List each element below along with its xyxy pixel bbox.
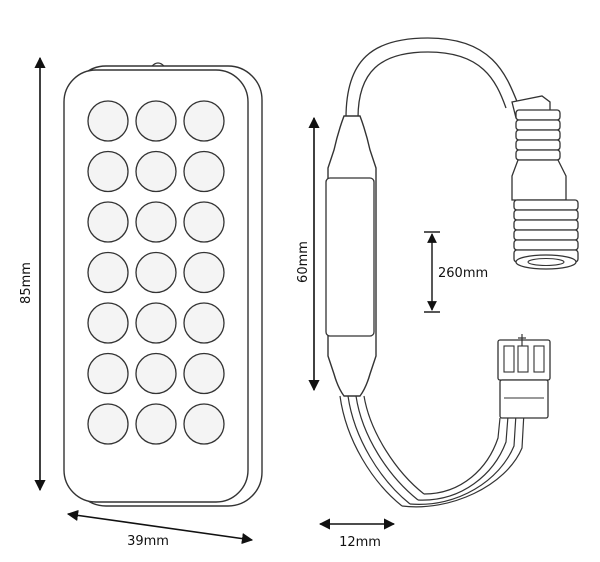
remote-button bbox=[135, 100, 177, 142]
remote-button bbox=[135, 251, 177, 294]
remote-button bbox=[183, 100, 225, 142]
upper-cable-inner bbox=[357, 51, 507, 119]
upper-cable-outer bbox=[345, 37, 519, 119]
remote-button bbox=[135, 403, 177, 445]
remote-button bbox=[87, 352, 129, 395]
remote-button bbox=[135, 201, 177, 243]
controller-length-dimension: 60mm bbox=[296, 116, 320, 392]
remote-button bbox=[87, 403, 129, 445]
cable-length-dimension: 260mm bbox=[424, 231, 488, 313]
lower-wire-bundle bbox=[339, 395, 525, 508]
controller-width-dimension: 12mm bbox=[318, 518, 396, 550]
remote-button bbox=[183, 201, 225, 243]
dc-female-jack bbox=[511, 95, 579, 270]
controller-width-label: 12mm bbox=[339, 535, 381, 550]
controller-label-window bbox=[325, 177, 375, 337]
remote-button bbox=[183, 302, 225, 344]
cable-length-label: 260mm bbox=[438, 266, 488, 281]
remote-button bbox=[183, 403, 225, 445]
connector-plug bbox=[497, 334, 551, 419]
remote-height-label: 85mm bbox=[19, 262, 34, 304]
remote-button bbox=[87, 251, 129, 294]
remote-button bbox=[87, 150, 129, 193]
remote-button bbox=[87, 302, 129, 344]
remote-button bbox=[135, 352, 177, 395]
remote-width-arrow bbox=[66, 509, 254, 545]
remote-control bbox=[63, 62, 263, 507]
remote-button bbox=[135, 150, 177, 193]
remote-width-label: 39mm bbox=[127, 534, 169, 549]
remote-button bbox=[183, 150, 225, 193]
remote-button-grid bbox=[87, 100, 225, 445]
remote-button bbox=[87, 201, 129, 243]
remote-width-dimension: 39mm bbox=[66, 509, 254, 549]
remote-height-dimension: 85mm bbox=[19, 56, 46, 492]
remote-button bbox=[183, 352, 225, 395]
remote-top-nub bbox=[151, 62, 165, 67]
controller-length-label: 60mm bbox=[296, 241, 311, 283]
remote-button bbox=[183, 251, 225, 294]
controller-assembly bbox=[325, 37, 579, 508]
remote-button bbox=[87, 100, 129, 142]
remote-button bbox=[135, 302, 177, 344]
